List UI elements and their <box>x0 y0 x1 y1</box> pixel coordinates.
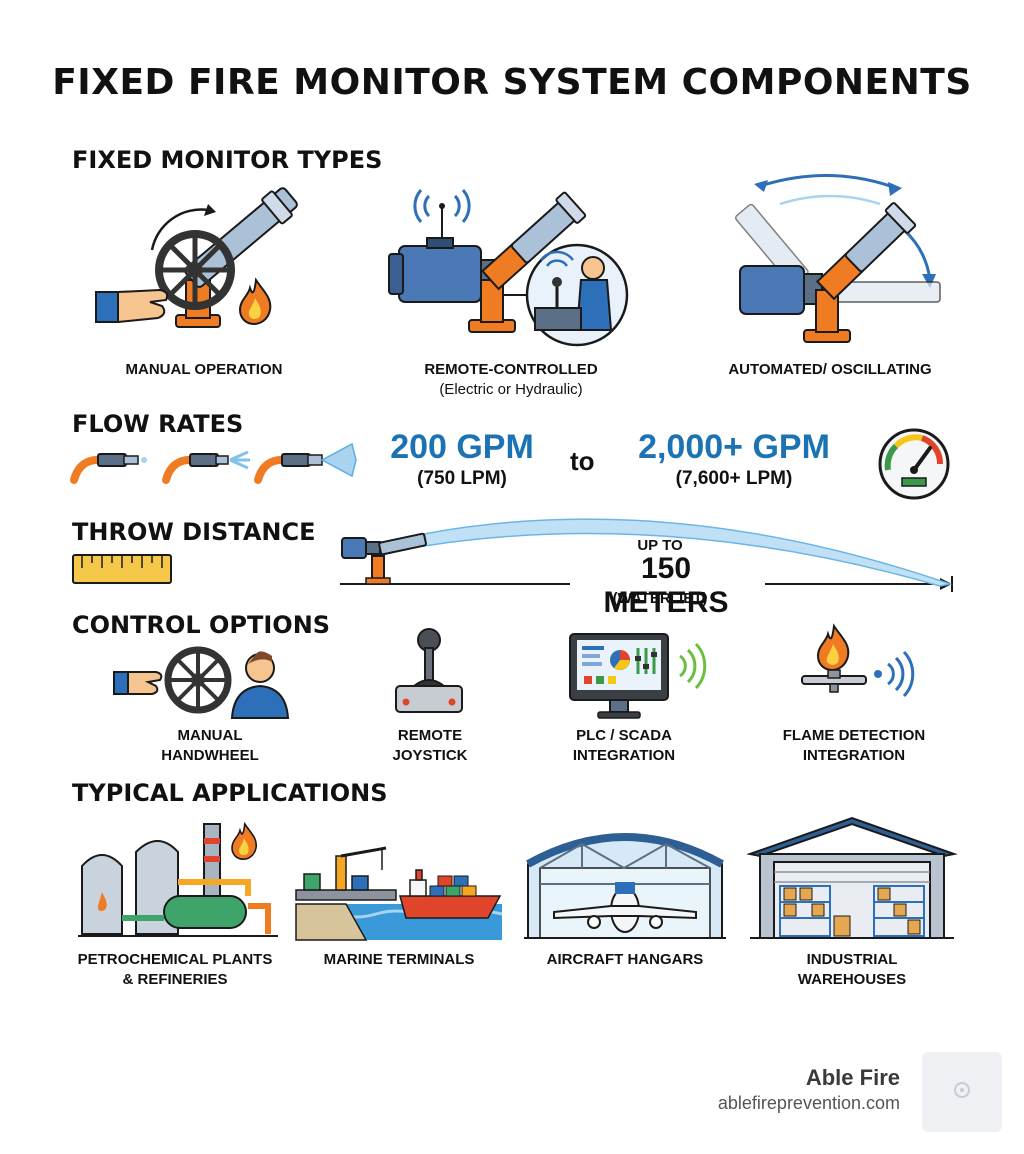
brand-name: Able Fire <box>805 1065 900 1090</box>
flame-icon <box>231 821 258 861</box>
label-manual-handwheel-1: MANUAL <box>177 727 243 744</box>
page-title: FIXED FIRE MONITOR SYSTEM COMPONENTS <box>52 62 972 103</box>
label-plc-scada-1: PLC / SCADA <box>576 727 672 744</box>
operator-icon <box>230 651 290 719</box>
label-industrial-1: INDUSTRIAL <box>806 951 898 968</box>
monitor-screen-icon <box>568 630 718 722</box>
flame-detector-icon <box>798 623 918 698</box>
label-plc-scada-2: INTEGRATION <box>572 747 676 764</box>
flow-high-metric: (7,600+ LPM) <box>675 468 793 489</box>
flow-low-metric: (750 LPM) <box>417 468 507 489</box>
label-aircraft-hangars: AIRCRAFT HANGARS <box>546 951 704 968</box>
section-title-control-options: CONTROL OPTIONS <box>72 611 331 639</box>
wifi-icon <box>413 189 471 223</box>
nozzle-icon <box>162 450 250 484</box>
oscillation-arrow-icon <box>754 174 936 288</box>
oscillating-monitor-illustration <box>720 170 950 350</box>
label-manual-operation: MANUAL OPERATION <box>125 361 283 378</box>
throw-up-to: UP TO <box>637 537 683 554</box>
flow-low-value: 200 GPM <box>390 428 534 466</box>
section-title-flow-rates: FLOW RATES <box>72 410 244 438</box>
gauge-icon <box>874 426 954 500</box>
label-manual-handwheel-2: HANDWHEEL <box>161 747 259 764</box>
hangar-icon <box>524 824 726 940</box>
manual-handwheel-illustration <box>112 640 292 720</box>
throw-medium: (WATER JET) <box>612 590 708 607</box>
label-remote-controlled-sub: (Electric or Hydraulic) <box>439 381 583 398</box>
flow-high-value: 2,000+ GPM <box>638 428 830 466</box>
brand-block: Able Fire ablefireprevention.com <box>718 1065 900 1114</box>
section-title-typical-applications: TYPICAL APPLICATIONS <box>72 779 388 807</box>
nozzle-sprays-illustration <box>70 440 362 490</box>
label-automated-oscillating: AUTOMATED/ OSCILLATING <box>728 361 932 378</box>
manual-monitor-illustration <box>90 180 320 350</box>
logo-icon <box>922 1052 1002 1132</box>
nozzle-icon <box>254 442 357 484</box>
hand-icon <box>95 288 169 324</box>
motor-icon <box>388 237 482 303</box>
ruler-icon <box>72 554 172 584</box>
operator-icon <box>525 243 629 347</box>
label-petrochemical-1: PETROCHEMICAL PLANTS <box>77 951 273 968</box>
brand-url[interactable]: ablefireprevention.com <box>717 1093 900 1113</box>
flame-icon <box>816 623 850 672</box>
flame-icon <box>238 277 272 326</box>
hand-icon <box>113 671 163 695</box>
handwheel-icon <box>155 230 235 310</box>
section-title-monitor-types: FIXED MONITOR TYPES <box>72 146 383 174</box>
ship-icon <box>295 844 503 941</box>
label-remote-joystick-1: REMOTE <box>397 727 463 744</box>
joystick-icon <box>392 628 466 718</box>
remote-monitor-illustration <box>385 180 629 350</box>
flow-to: to <box>570 446 595 476</box>
label-remote-joystick-2: JOYSTICK <box>392 747 468 764</box>
throw-distance-value: 150 METERS <box>570 552 762 620</box>
handwheel-icon <box>164 646 232 714</box>
label-industrial-2: WAREHOUSES <box>797 971 907 988</box>
refinery-icon <box>78 821 278 940</box>
water-jet-illustration <box>340 506 960 606</box>
label-flame-detection-2: INTEGRATION <box>802 747 906 764</box>
warehouse-icon <box>746 816 958 940</box>
label-petrochemical-2: & REFINERIES <box>122 971 228 988</box>
label-marine-terminals: MARINE TERMINALS <box>323 951 475 968</box>
label-flame-detection-1: FLAME DETECTION <box>782 727 926 744</box>
nozzle-icon <box>70 453 147 484</box>
section-title-throw-distance: THROW DISTANCE <box>72 518 316 546</box>
label-remote-controlled: REMOTE-CONTROLLED <box>424 361 598 378</box>
